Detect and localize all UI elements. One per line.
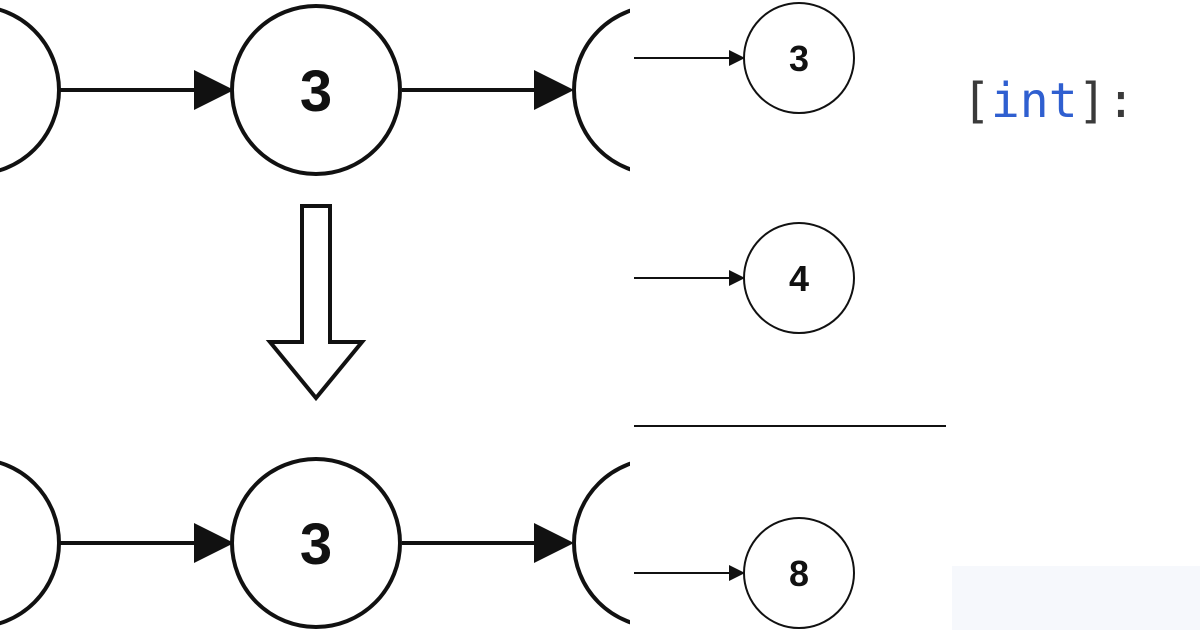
- top-middle-node: [230, 4, 402, 176]
- top-middle-node-label: 3: [300, 59, 332, 124]
- code-snippet: [int]:: [962, 73, 1135, 129]
- bottom-left-node: [0, 460, 61, 626]
- bottom-middle-node-label: 3: [300, 512, 332, 577]
- right-node-3-label: 8: [789, 553, 809, 594]
- right-node-1: [743, 2, 855, 114]
- top-right-node: [572, 8, 630, 172]
- bottom-linked-list-row: 3: [0, 457, 630, 629]
- code-type-keyword: int: [991, 73, 1078, 129]
- right-diagram: 3 4 8: [634, 2, 946, 629]
- transform-down-arrow-icon: [265, 204, 367, 402]
- bottom-right-node: [572, 461, 630, 625]
- right-node-2-label: 4: [789, 258, 809, 299]
- code-open-bracket: [: [962, 73, 991, 129]
- code-close-bracket: ]: [1078, 73, 1107, 129]
- top-linked-list-row: 3: [0, 4, 630, 176]
- footer-panel: [952, 566, 1200, 630]
- right-node-1-label: 3: [789, 38, 809, 79]
- right-node-2: [743, 222, 855, 334]
- top-left-node: [0, 7, 61, 173]
- bottom-middle-node: [230, 457, 402, 629]
- left-diagram: 3 3: [0, 4, 630, 629]
- code-colon: :: [1107, 73, 1136, 129]
- right-node-3: [743, 517, 855, 629]
